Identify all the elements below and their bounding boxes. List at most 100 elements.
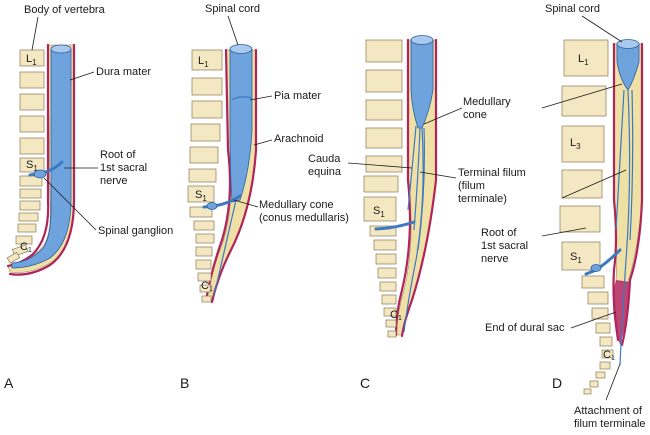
vertebra xyxy=(199,284,212,293)
leader-line xyxy=(541,227,587,237)
medullary-cone-label-b: Medullary cone(conus medullaris) xyxy=(259,199,349,224)
arachnoid-label: Arachnoid xyxy=(274,133,324,145)
panel-d-spinal-cord xyxy=(616,43,640,91)
vertebra xyxy=(187,185,215,203)
vertebra xyxy=(561,125,605,163)
panel-c-filum xyxy=(403,127,424,333)
panel-b-pia-mater xyxy=(231,96,253,101)
vertebra xyxy=(19,200,41,211)
panel-b-vlabel-l1: L1 xyxy=(198,55,209,69)
vertebra xyxy=(201,295,212,303)
vertebra xyxy=(189,206,213,218)
panel-b-vlabel-c1: C1 xyxy=(201,280,213,293)
vertebra xyxy=(17,223,37,233)
vertebra xyxy=(599,361,611,370)
vertebra xyxy=(15,235,33,245)
vertebra xyxy=(377,267,397,279)
vertebra xyxy=(587,291,609,305)
vertebra xyxy=(19,188,42,199)
vertebra xyxy=(191,49,223,71)
panel-c-letter: C xyxy=(360,375,370,391)
panel-d-vlabel-s1: S1 xyxy=(570,251,582,265)
panel-b-vlabel-s1: S1 xyxy=(195,189,207,203)
panel-d-dural-end xyxy=(613,280,630,345)
panel-d-cauda xyxy=(615,89,634,241)
leader-line xyxy=(581,15,623,43)
leader-line xyxy=(561,169,627,199)
vertebra xyxy=(595,322,611,334)
vertebra xyxy=(601,349,614,359)
leader-line xyxy=(423,107,463,125)
panel-d-vertebrae xyxy=(559,39,614,395)
vertebra xyxy=(599,336,613,347)
vertebra xyxy=(591,307,609,320)
vertebra xyxy=(6,251,21,264)
vertebra xyxy=(369,225,397,237)
vertebra xyxy=(365,99,403,121)
panel-b-filum xyxy=(213,199,237,297)
panel-a-vertebrae xyxy=(6,49,45,264)
vertebra xyxy=(195,233,215,244)
spinal-cord-label-d: Spinal cord xyxy=(545,3,600,15)
vertebra xyxy=(379,281,397,292)
panel-b-spinal-cord xyxy=(229,49,253,203)
vertebra xyxy=(381,294,397,305)
leader-line xyxy=(227,15,239,46)
panel-c-sacral-root xyxy=(374,220,416,231)
vertebra xyxy=(387,330,397,338)
body-of-vertebra-label: Body of vertebra xyxy=(24,4,106,16)
vertebra xyxy=(363,175,399,193)
panel-c-vertebrae xyxy=(363,39,403,338)
panel-d-ganglion xyxy=(590,264,602,272)
vertebra xyxy=(589,380,599,388)
panel-b-ganglion xyxy=(206,202,218,210)
vertebra xyxy=(195,246,213,257)
vertebra xyxy=(385,319,397,328)
panel-d-vlabel-l3: L3 xyxy=(570,137,581,151)
panel-a-vlabel-c1: C1 xyxy=(20,241,32,254)
vertebra xyxy=(581,275,605,289)
vertebra xyxy=(365,69,403,93)
vertebra xyxy=(363,196,397,222)
vertebra xyxy=(595,371,606,379)
panel-a-spinal-cord xyxy=(11,49,72,269)
leader-line xyxy=(570,311,617,329)
vertebra xyxy=(188,168,217,183)
panel-c-vlabel-c1: C1 xyxy=(390,309,402,322)
leader-line xyxy=(69,71,95,81)
vertebra xyxy=(18,212,39,222)
panel-a-vlabel-l1: L1 xyxy=(26,53,37,67)
leader-line xyxy=(31,16,39,51)
vertebra xyxy=(19,157,45,173)
vertebra xyxy=(189,146,219,164)
leader-line xyxy=(419,171,457,179)
vertebra xyxy=(561,169,603,199)
panel-d-letter: D xyxy=(552,375,562,391)
dura-mater-label: Dura mater xyxy=(96,66,151,78)
leader-line xyxy=(605,363,621,401)
vertebra xyxy=(190,123,221,142)
spinal-ganglion-label: Spinal ganglion xyxy=(98,225,173,237)
leader-line xyxy=(249,95,273,101)
panel-b: L1 S1 C1 Spinal cord Pia mater Arachnoid… xyxy=(180,3,349,391)
end-of-dural-sac-label: End of dural sac xyxy=(485,322,565,334)
panel-a-spinal-ganglion xyxy=(33,169,47,179)
panel-c-cord-top xyxy=(410,35,434,45)
panel-d-vlabel-c1: C1 xyxy=(603,349,615,362)
panel-b-letter: B xyxy=(180,375,189,391)
vertebra xyxy=(19,93,45,111)
vertebra xyxy=(383,307,397,317)
vertebra xyxy=(19,71,45,89)
panel-a-dura-line-right xyxy=(8,43,76,276)
panel-c-vlabel-s1: S1 xyxy=(373,205,385,219)
leader-line xyxy=(347,162,413,169)
vertebra xyxy=(375,253,397,265)
panel-b-cord-top xyxy=(229,44,253,54)
